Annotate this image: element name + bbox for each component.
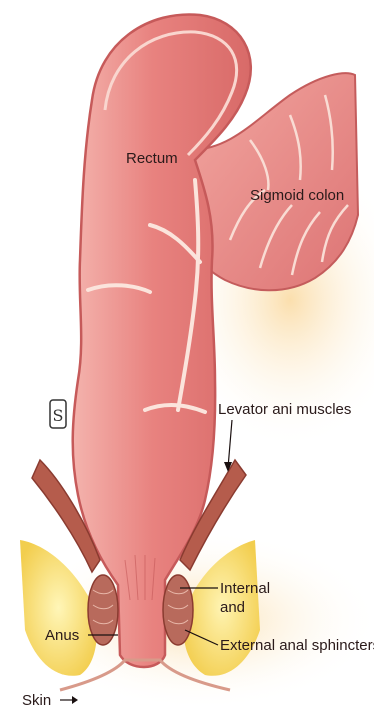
label-internal: Internal bbox=[220, 580, 270, 597]
sphincter-right bbox=[163, 575, 193, 645]
publisher-logo: S bbox=[50, 400, 66, 428]
label-rectum: Rectum bbox=[126, 150, 178, 167]
label-anus: Anus bbox=[45, 627, 79, 644]
label-and: and bbox=[220, 599, 245, 616]
leader-skin-arrow bbox=[72, 696, 78, 704]
svg-text:S: S bbox=[53, 406, 64, 425]
label-sigmoid-colon: Sigmoid colon bbox=[250, 187, 344, 204]
label-external-anal-sphincters: External anal sphincters bbox=[220, 637, 374, 654]
label-levator-ani: Levator ani muscles bbox=[218, 401, 351, 418]
label-skin: Skin bbox=[22, 692, 51, 709]
